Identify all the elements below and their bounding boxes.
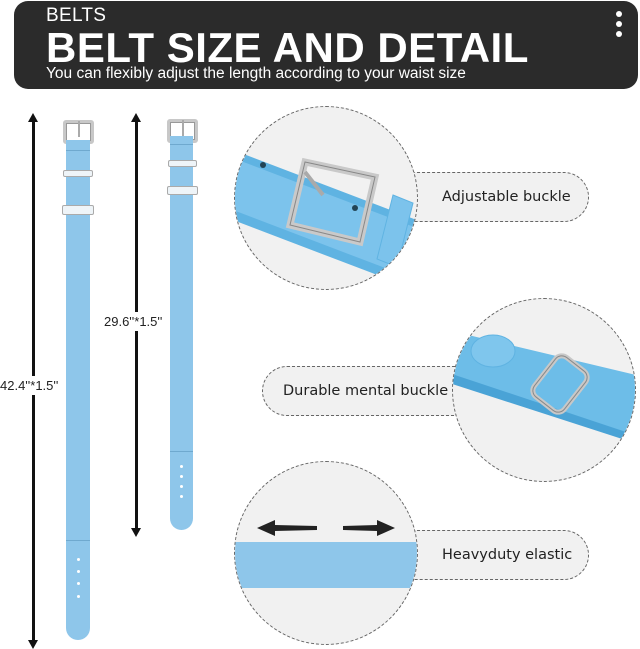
feature-label-adjustable-buckle: Adjustable buckle [412,172,589,222]
feature-text: Durable mental buckle [283,383,449,399]
feature-text: Heavyduty elastic [442,547,573,563]
belt-loop [63,170,93,177]
elastic-stretch-closeup-image [234,461,418,645]
feature-label-durable-buckle: Durable mental buckle [262,366,473,416]
long-belt-dimension-label: 42.4''*1.5'' [0,376,59,395]
long-belt-strap [66,140,90,640]
slider-buckle-closeup-image [452,298,636,482]
arrow-left-icon [257,520,317,536]
header-banner: BELTS BELT SIZE AND DETAIL You can flexi… [14,1,638,89]
page-title: BELT SIZE AND DETAIL [46,24,529,71]
header-subtitle: You can flexibly adjust the length accor… [46,65,466,82]
belt-loop [168,160,197,167]
short-belt-dimension-label: 29.6''*1.5'' [104,312,163,331]
short-belt-strap [170,136,193,530]
belt-slider [62,205,94,215]
feature-label-heavyduty-elastic: Heavyduty elastic [412,530,589,580]
buckle-closeup-image [234,106,418,290]
belt-slider [167,186,198,195]
more-vertical-icon[interactable] [614,11,624,37]
feature-text: Adjustable buckle [442,189,571,205]
header-kicker: BELTS [46,5,107,26]
arrow-right-icon [343,520,395,536]
